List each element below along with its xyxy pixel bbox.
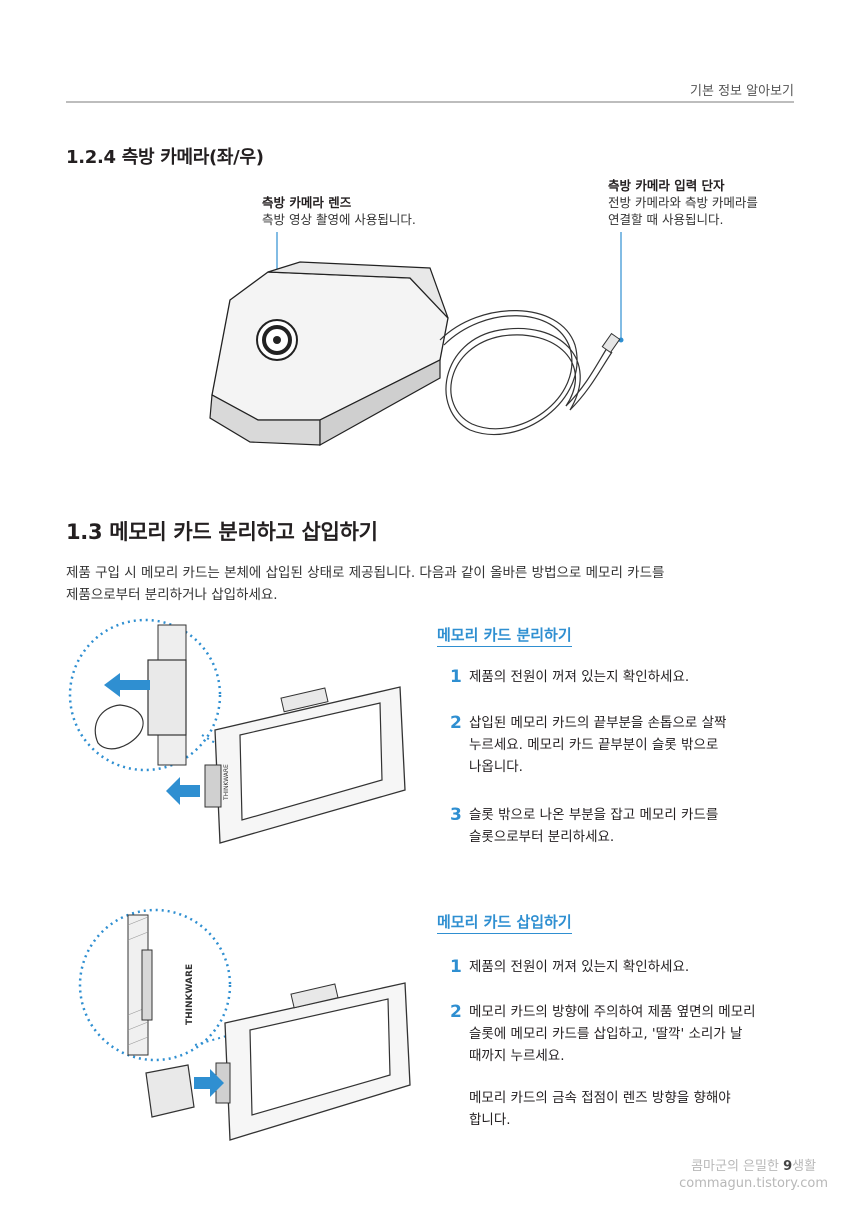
removal-step-3-line-1: 슬롯 밖으로 나온 부분을 잡고 메모리 카드를: [469, 807, 719, 823]
lens-callout-text: 측방 영상 촬영에 사용됩니다.: [262, 212, 416, 227]
device-brand-label-zoom: THINKWARE: [185, 964, 195, 1025]
zoom-circle-insert: [78, 908, 232, 1062]
arrow-left-2-icon: [166, 777, 200, 805]
arrow-left-icon: [104, 673, 150, 697]
port-callout: 측방 카메라 입력 단자 전방 카메라와 측방 카메라를 연결할 때 사용됩니다…: [608, 175, 758, 228]
removal-step-2: 2 삽입된 메모리 카드의 끝부분을 손톱으로 살짝 누르세요. 메모리 카드 …: [450, 712, 810, 778]
watermark-url: commagun.tistory.com: [679, 1176, 828, 1191]
cable-connector: [601, 332, 621, 354]
section-heading-side-camera: 1.2.4 측방 카메라(좌/우): [66, 147, 264, 168]
zoom-connector-insert: [194, 1034, 231, 1046]
card-slot-removal: [204, 764, 222, 808]
dashcam-mount-insert: [290, 983, 339, 1009]
removal-step-1-text: 제품의 전원이 꺼져 있는지 확인하세요.: [469, 669, 690, 685]
removal-title: 메모리 카드 분리하기: [437, 626, 572, 647]
dashcam-device-insert: [215, 982, 411, 1141]
removal-step-2-line-3: 나옵니다.: [469, 759, 523, 775]
insert-procedure: 메모리 카드 삽입하기: [437, 911, 572, 934]
footer-watermark: 콤마군의 은밀한 9생활 commagun.tistory.com: [679, 1158, 828, 1192]
page-number: 9: [783, 1159, 793, 1174]
removal-step-3-number: 3: [450, 805, 462, 825]
intro-paragraph: 제품 구입 시 메모리 카드는 본체에 삽입된 상태로 제공됩니다. 다음과 같…: [66, 562, 796, 606]
dashcam-screen-insert: [249, 998, 391, 1116]
removal-step-1: 1 제품의 전원이 꺼져 있는지 확인하세요.: [450, 666, 810, 688]
lens-callout-title: 측방 카메라 렌즈: [262, 195, 352, 210]
side-camera-illustration: [209, 232, 624, 447]
zoom-connector: [201, 734, 241, 791]
arrow-right-icon: [194, 1069, 224, 1097]
removal-procedure: 메모리 카드 분리하기: [437, 624, 572, 647]
dashcam-screen: [239, 702, 383, 821]
removal-step-2-line-2: 누르세요. 메모리 카드 끝부분이 슬롯 밖으로: [469, 737, 719, 753]
port-callout-line-2: 연결할 때 사용됩니다.: [608, 212, 724, 227]
port-callout-title: 측방 카메라 입력 단자: [608, 178, 725, 193]
card-insert-illustration: THINKWARE: [78, 908, 411, 1141]
dashcam-device: [204, 686, 406, 844]
dashcam-mount: [280, 687, 329, 713]
edge-hatching: [127, 916, 149, 1046]
memory-card-insert: [145, 1064, 195, 1118]
removal-step-2-number: 2: [450, 713, 462, 733]
intro-line-2: 제품으로부터 분리하거나 삽입하세요.: [66, 587, 278, 603]
port-leader-dot: [618, 337, 624, 343]
intro-line-1: 제품 구입 시 메모리 카드는 본체에 삽입된 상태로 제공됩니다. 다음과 같…: [66, 565, 665, 581]
removal-step-3-line-2: 슬롯으로부터 분리하세요.: [469, 829, 615, 845]
camera-cable: [439, 310, 613, 436]
insert-step-2-number: 2: [450, 1002, 462, 1022]
insert-step-2: 2 메모리 카드의 방향에 주의하여 제품 옆면의 메모리 슬롯에 메모리 카드…: [450, 1001, 820, 1067]
insert-note: 메모리 카드의 금속 접점이 렌즈 방향을 향해야 합니다.: [469, 1087, 819, 1131]
insert-step-1: 1 제품의 전원이 꺼져 있는지 확인하세요.: [450, 956, 820, 978]
insert-note-line-1: 메모리 카드의 금속 접점이 렌즈 방향을 향해야: [469, 1090, 731, 1106]
insert-title: 메모리 카드 삽입하기: [437, 913, 572, 934]
zoom-circle: [68, 618, 222, 772]
removal-step-1-number: 1: [450, 667, 462, 687]
device-brand-label-1: THINKWARE: [223, 764, 230, 801]
watermark-post: 생활: [792, 1159, 817, 1174]
insert-step-2-line-3: 때까지 누르세요.: [469, 1048, 565, 1064]
removal-step-2-line-1: 삽입된 메모리 카드의 끝부분을 손톱으로 살짝: [469, 715, 727, 731]
memory-card-zoom: [147, 659, 187, 736]
camera-body: [211, 271, 449, 421]
camera-top: [267, 261, 449, 319]
insert-step-2-line-1: 메모리 카드의 방향에 주의하여 제품 옆면의 메모리: [469, 1004, 756, 1020]
fingertip: [94, 704, 144, 750]
insert-step-1-number: 1: [450, 957, 462, 977]
watermark-pre: 콤마군의 은밀한: [691, 1159, 784, 1174]
insert-note-line-2: 합니다.: [469, 1112, 511, 1128]
removal-step-3: 3 슬롯 밖으로 나온 부분을 잡고 메모리 카드를 슬롯으로부터 분리하세요.: [450, 804, 810, 848]
camera-lens-center: [273, 336, 281, 344]
running-header: 기본 정보 알아보기: [690, 84, 794, 99]
card-removal-illustration: THINKWARE: [68, 618, 406, 844]
port-callout-line-1: 전방 카메라와 측방 카메라를: [608, 195, 758, 210]
card-slot-zoom: [141, 949, 153, 1021]
watermark-line-1: 콤마군의 은밀한 9생활: [679, 1158, 828, 1175]
section-heading-memory-card: 1.3 메모리 카드 분리하고 삽입하기: [66, 520, 378, 544]
insert-step-1-text: 제품의 전원이 꺼져 있는지 확인하세요.: [469, 959, 690, 975]
header-divider: [66, 101, 794, 103]
insert-step-2-line-2: 슬롯에 메모리 카드를 삽입하고, '딸깍' 소리가 날: [469, 1026, 743, 1042]
camera-base-side: [319, 359, 441, 447]
lens-callout: 측방 카메라 렌즈 측방 영상 촬영에 사용됩니다.: [262, 192, 416, 228]
